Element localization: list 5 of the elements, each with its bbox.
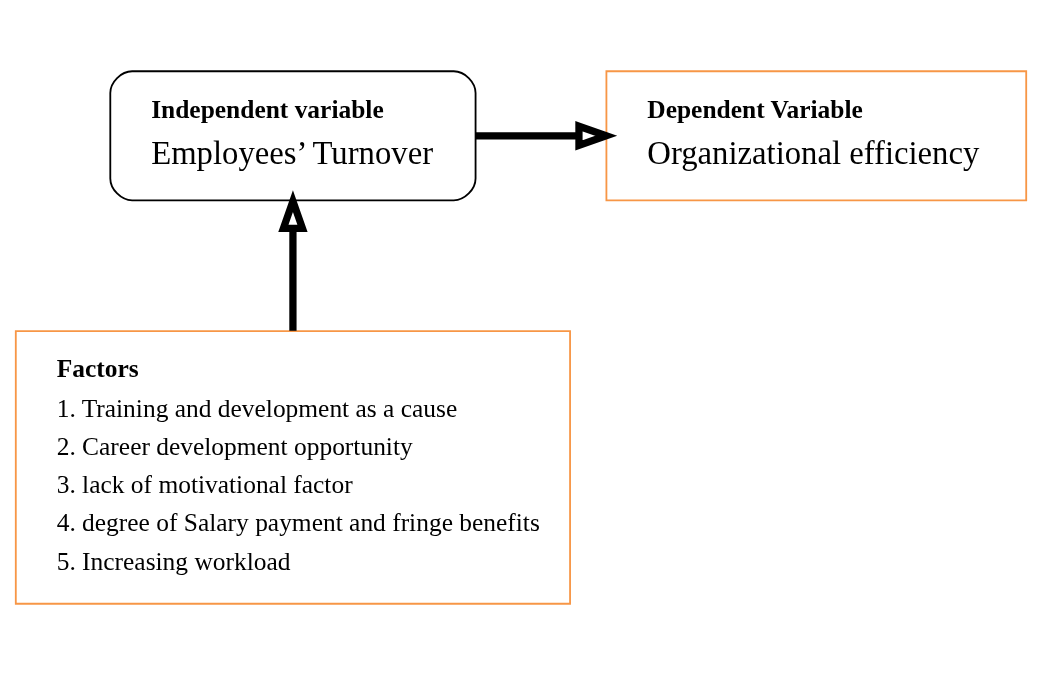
- node-box: Dependent Variable Organizational efficiency: [605, 69, 1028, 201]
- arrow: [278, 189, 308, 331]
- node-box: Independent variable Employees’ Turnover: [109, 69, 477, 201]
- arrow: [475, 120, 618, 150]
- node-box: Factors 1. Training and development as a cause 2. Career development opportunity 3. lack of motivational factor 4. degree of Salary payment and fringe benefits 5. Increasing workload: [14, 329, 571, 605]
